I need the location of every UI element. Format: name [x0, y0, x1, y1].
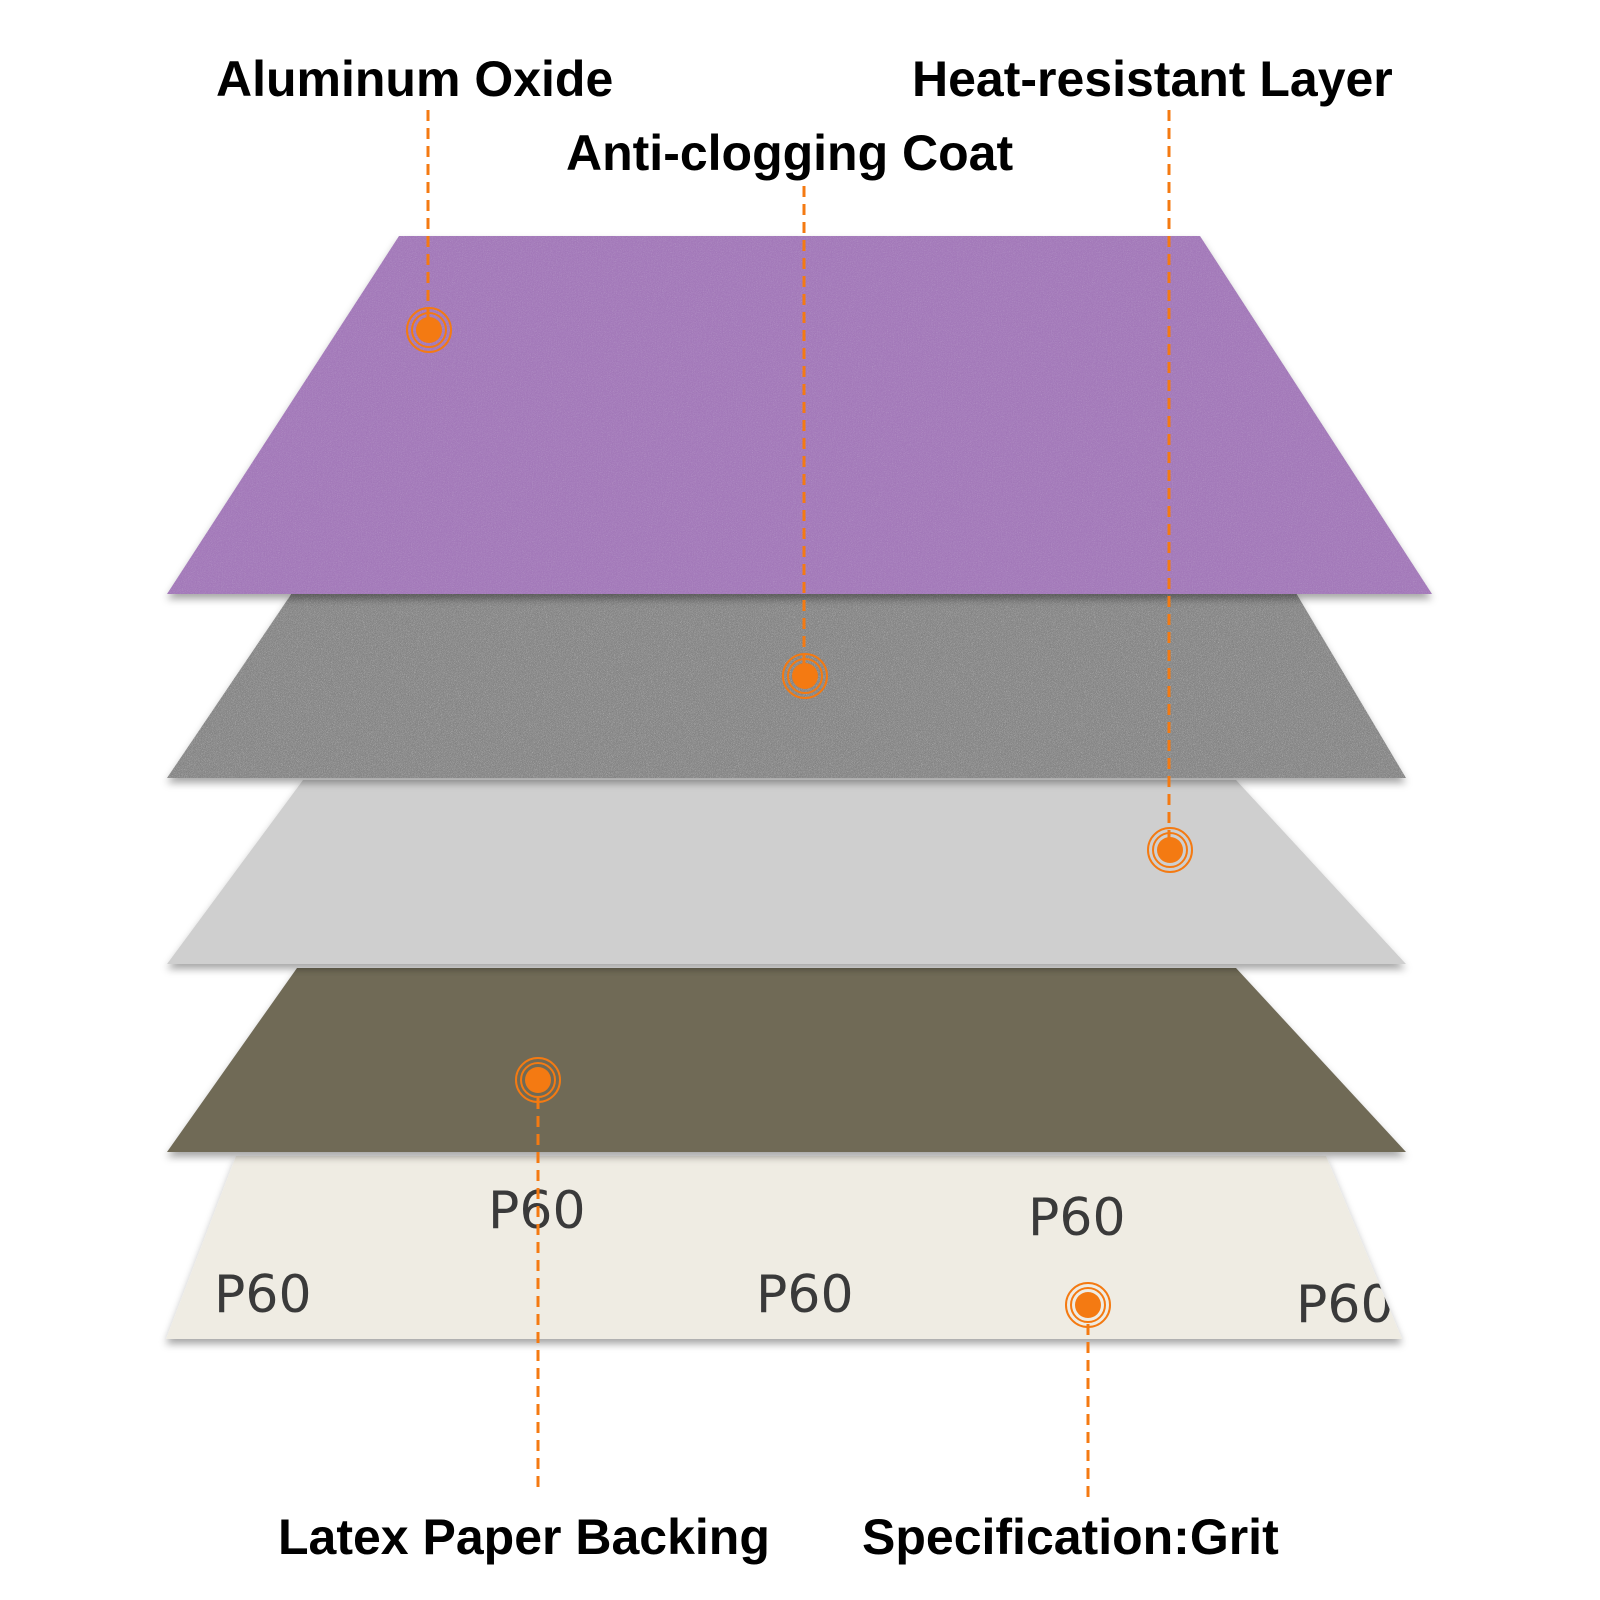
latex-paper-backing-label: Latex Paper Backing: [278, 1509, 770, 1565]
aluminum-oxide-sheet: [167, 236, 1432, 594]
backing-layer: [167, 968, 1406, 1152]
grit-marking-2: P60: [1028, 1188, 1126, 1248]
latex-paper-layer: P60 P60 P60 P60 P60: [166, 1156, 1402, 1339]
callout-marker-latex-paper: [515, 1057, 561, 1103]
callout-marker-specification: [1065, 1282, 1111, 1328]
grit-markings: P60 P60 P60 P60 P60: [214, 1181, 1394, 1335]
grit-marking-3: P60: [214, 1265, 312, 1325]
heat-resistant-layer-label: Heat-resistant Layer: [912, 51, 1393, 107]
anti-clogging-layer: [167, 593, 1406, 778]
callout-marker-heat-resistant: [1147, 827, 1193, 873]
callout-marker-anti-clogging: [782, 653, 828, 699]
aluminum-oxide-layer: [167, 236, 1432, 594]
specification-grit-label: Specification:Grit: [862, 1509, 1279, 1565]
callout-marker-aluminum-oxide: [406, 307, 452, 353]
callout-lines: [426, 110, 1171, 1500]
anti-clogging-sheet: [167, 593, 1406, 778]
aluminum-oxide-label: Aluminum Oxide: [216, 51, 614, 107]
grit-marking-4: P60: [756, 1265, 854, 1325]
anti-clogging-coat-label: Anti-clogging Coat: [566, 125, 1014, 181]
grit-marking-5: P60: [1296, 1275, 1394, 1335]
heat-resistant-layer-sheet: [167, 780, 1406, 964]
